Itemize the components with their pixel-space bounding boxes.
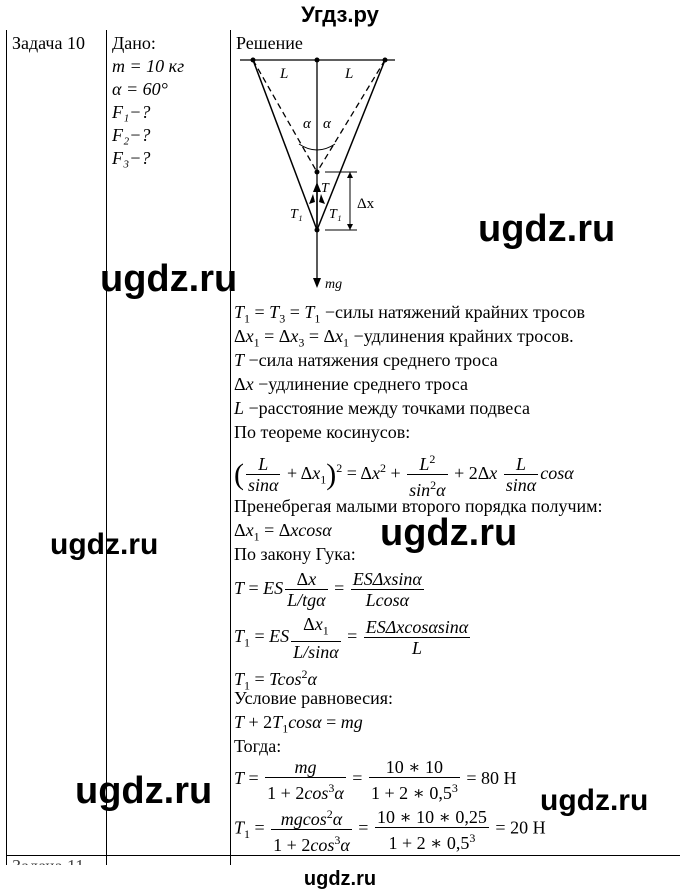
text-t2: −удлинения крайних тросов.	[349, 326, 574, 346]
given-angle: α = 60°	[112, 79, 168, 99]
line-then: Тогда:	[234, 736, 282, 756]
table-border-left	[6, 30, 7, 865]
solution-title: Решение	[236, 33, 303, 53]
t-arrowhead	[313, 182, 321, 192]
t1-right-arrowhead	[319, 194, 325, 204]
formula-dx1: Δx1 = Δxcosα	[234, 520, 332, 544]
left-cable-initial	[252, 59, 318, 173]
site-footer-link[interactable]: ugdz.ru	[0, 865, 680, 893]
label-dx: Δx	[357, 196, 375, 212]
watermark: ugdz.ru	[50, 528, 159, 561]
alpha-arc	[298, 143, 336, 151]
initial-point	[314, 169, 320, 175]
label-alpha-left: α	[303, 116, 312, 132]
formula-t1-cos: T1 = Tcos2α	[234, 667, 317, 693]
mg-arrowhead	[313, 278, 321, 288]
line-hooke: По закону Гука:	[234, 544, 356, 564]
result-t1: 20 Н	[510, 817, 546, 838]
label-L-right: L	[344, 66, 353, 82]
solution-body: T1 = T3 = T1 −силы натяжений крайних тро…	[234, 300, 674, 855]
force-diagram: L L α α T T₁ T₁ Δx mg	[240, 57, 395, 292]
label-T1-left: T₁	[290, 207, 303, 222]
given-f1: F₁−?	[112, 102, 151, 122]
given-f3: F₃−?	[112, 148, 151, 168]
table-divider-1	[106, 30, 107, 865]
given-block: Дано: m = 10 кг α = 60° F₁−? F₂−? F₃−?	[112, 32, 184, 170]
label-L-left: L	[279, 66, 288, 82]
right-cable-initial	[316, 59, 386, 173]
next-task-label: Задача 11	[12, 856, 84, 865]
text-t4: −удлинение среднего троса	[253, 374, 468, 394]
label-mg: mg	[325, 277, 342, 292]
given-f2: F₂−?	[112, 125, 151, 145]
t1-left-arrowhead	[309, 194, 315, 204]
text-t3: −сила натяжения среднего троса	[244, 350, 498, 370]
line-l-def: L −расстояние между точками подвеса	[234, 398, 530, 418]
given-mass: m = 10 кг	[112, 56, 185, 76]
left-cable	[252, 59, 318, 231]
dx-arrow-up	[347, 172, 353, 178]
left-anchor	[250, 57, 256, 63]
line-neglect: Пренебрегая малыми второго порядка получ…	[234, 496, 603, 516]
text-t5: −расстояние между точками подвеса	[244, 398, 530, 418]
label-T1-right: T₁	[329, 207, 342, 222]
label-T: T	[321, 181, 330, 196]
watermark: ugdz.ru	[100, 258, 238, 300]
line-t1-def: T1 = T3 = T1 −силы натяжений крайних тро…	[234, 302, 586, 326]
line-cos-theorem: По теореме косинусов:	[234, 422, 411, 442]
given-title: Дано:	[112, 33, 156, 53]
line-dx-def: Δx −удлинение среднего троса	[234, 374, 468, 394]
dx-arrow-down	[347, 224, 353, 230]
text-t1: −силы натяжений крайних тросов	[320, 302, 586, 322]
watermark: ugdz.ru	[540, 784, 649, 817]
load-point	[314, 227, 320, 233]
task-label: Задача 10	[12, 33, 85, 53]
right-anchor	[382, 57, 388, 63]
table-divider-2	[230, 30, 231, 865]
watermark: ugdz.ru	[478, 208, 616, 250]
right-cable	[316, 59, 386, 231]
site-header-title[interactable]: Угдз.ру	[301, 2, 379, 27]
line-equilibrium: Условие равновесия:	[234, 688, 394, 708]
line-dx1-def: Δx1 = Δx3 = Δx1 −удлинения крайних тросо…	[234, 326, 574, 350]
formula-equilibrium: T + 2T1cosα = mg	[234, 712, 363, 736]
line-t-def: T −сила натяжения среднего троса	[234, 350, 498, 370]
result-t: 80 Н	[480, 768, 517, 788]
watermark: ugdz.ru	[75, 770, 213, 812]
label-alpha-right: α	[323, 116, 332, 132]
table-row-divider	[6, 855, 680, 856]
watermark: ugdz.ru	[380, 512, 518, 554]
middle-anchor	[314, 57, 320, 63]
